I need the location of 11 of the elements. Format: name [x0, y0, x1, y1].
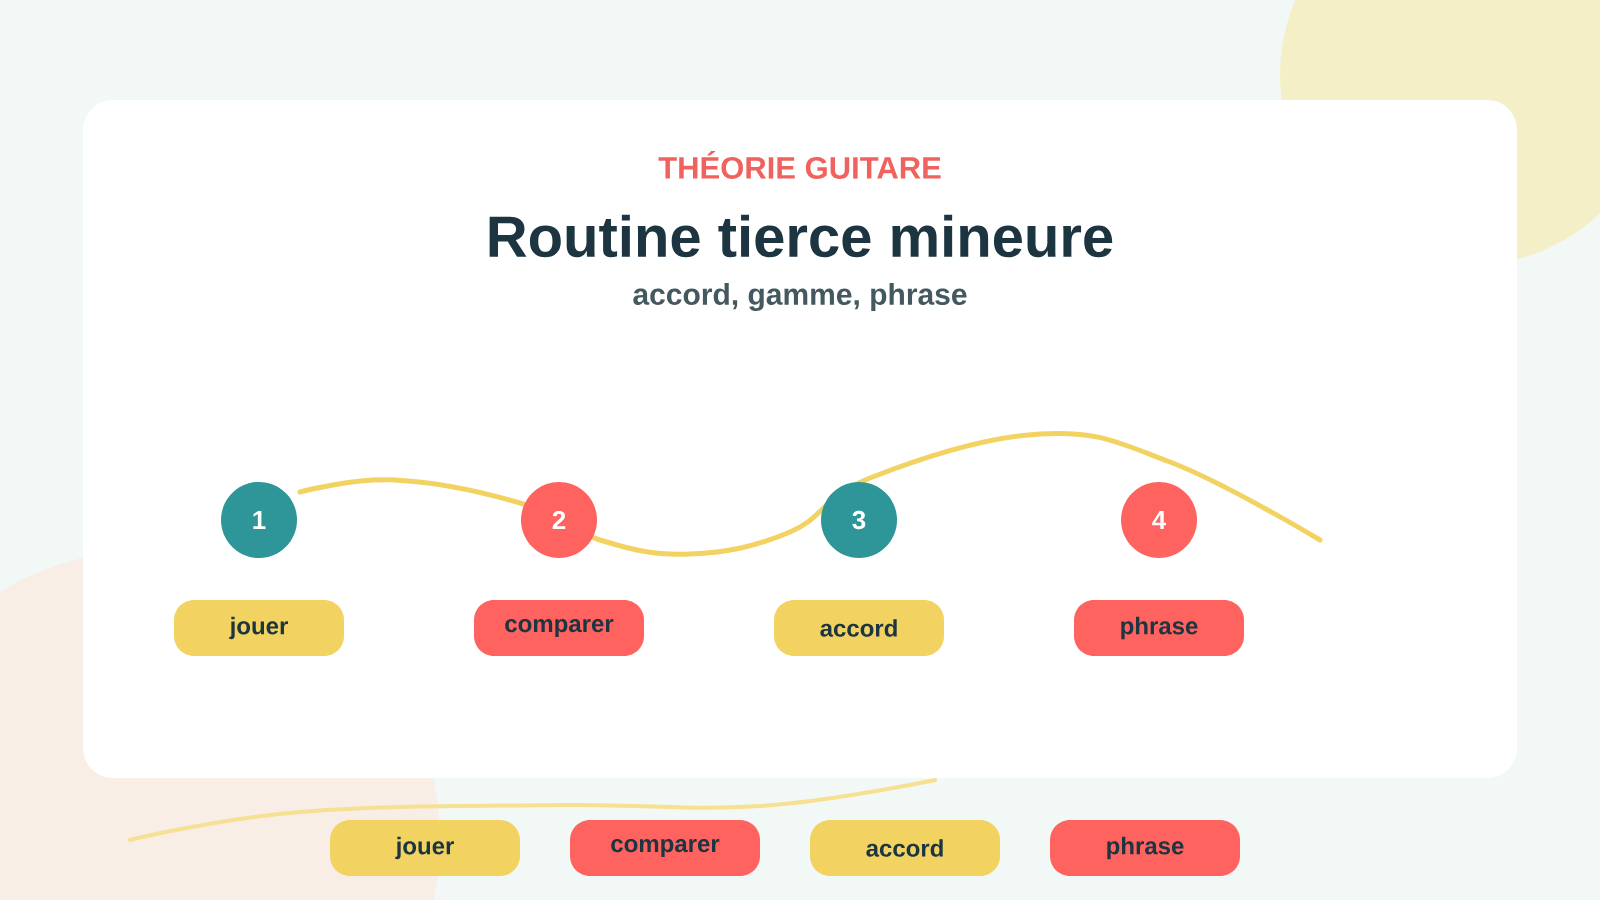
word-pill: phrase [1074, 600, 1244, 656]
word-pill: phrase [1050, 820, 1240, 876]
word-pill: accord [774, 600, 944, 656]
word-pill: jouer [330, 820, 520, 876]
word-pill: accord [810, 820, 1000, 876]
word-pill: comparer [570, 820, 760, 876]
word-pill: jouer [174, 600, 344, 656]
subtitle: accord, gamme, phrase [633, 282, 967, 312]
word-pill: comparer [474, 600, 644, 656]
kicker-text: THÉORIE GUITARE [658, 151, 941, 179]
title: Routine tierce mineure [489, 214, 1113, 258]
